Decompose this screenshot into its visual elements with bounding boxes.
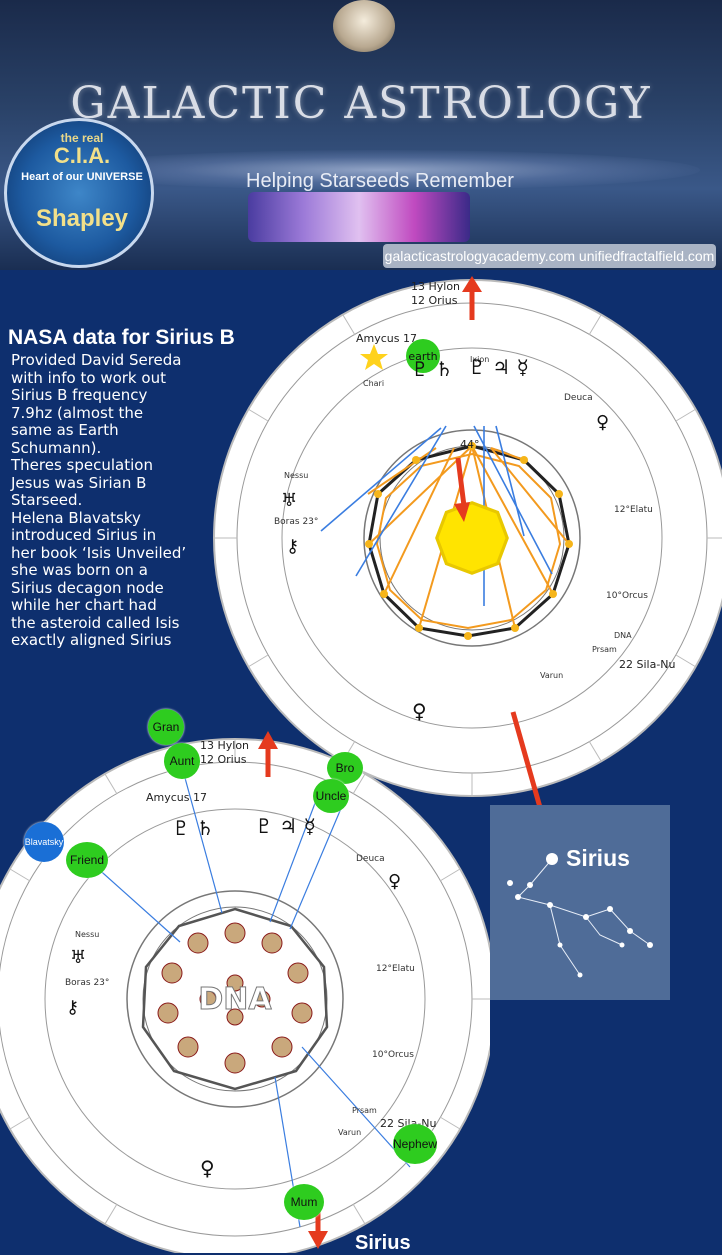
top-deuca-label: Deuca bbox=[564, 393, 593, 403]
bottom-natal-chart: DNA 13 Hylon 12 Orius Amycus 17 Deuca Ne… bbox=[0, 731, 490, 1253]
tag-gran: Gran bbox=[148, 709, 184, 745]
top-prsam-label: Prsam bbox=[592, 645, 617, 654]
top-center-degree: 44° bbox=[460, 438, 480, 451]
bottom-varun-label: Varun bbox=[338, 1128, 361, 1137]
tag-uncle: Uncle bbox=[313, 779, 349, 813]
tag-friend: Friend bbox=[66, 842, 108, 878]
svg-text:♀: ♀ bbox=[200, 1156, 215, 1180]
bottom-orcus-label: 10°Orcus bbox=[372, 1050, 414, 1060]
sirius-constellation-image bbox=[490, 805, 670, 1000]
banner-links[interactable]: galacticastrologyacademy.com unifiedfrac… bbox=[383, 244, 716, 268]
sirius-label: Sirius bbox=[566, 845, 630, 871]
galaxy-glow bbox=[60, 150, 700, 190]
bottom-amycus-label: Amycus 17 bbox=[146, 791, 207, 804]
article-heading: NASA data for Sirius B bbox=[8, 326, 235, 349]
tag-bro: Bro bbox=[327, 752, 363, 784]
svg-text:♀: ♀ bbox=[596, 412, 609, 433]
top-elatu-label: 12°Elatu bbox=[614, 505, 653, 515]
top-natal-chart: earth 13 Hylon 12 Orius Amycus 17 44° De… bbox=[213, 276, 722, 797]
top-dna-label: DNA bbox=[614, 631, 632, 640]
svg-text:♀: ♀ bbox=[412, 699, 427, 723]
top-boras-label: Boras 23° bbox=[274, 517, 318, 527]
top-sila-nu-label: 22 Sila-Nu bbox=[619, 658, 676, 671]
svg-text:♇ ♃ ☿: ♇ ♃ ☿ bbox=[468, 355, 529, 379]
top-chari-label: Chari bbox=[363, 379, 384, 388]
tag-aunt: Aunt bbox=[164, 743, 200, 779]
seal-line-1: the real bbox=[60, 131, 104, 145]
bottom-prsam-label: Prsam bbox=[352, 1106, 377, 1115]
pearl-image bbox=[333, 0, 395, 52]
article-body: Provided David Sereda with info to work … bbox=[11, 351, 187, 649]
bottom-boras-label: Boras 23° bbox=[65, 978, 109, 988]
seal-line-2: C.I.A. bbox=[53, 143, 111, 168]
banner: GALACTIC ASTROLOGY Helping Starseeds Rem… bbox=[0, 0, 722, 270]
svg-text:⚷: ⚷ bbox=[66, 997, 79, 1018]
svg-text:♀: ♀ bbox=[388, 871, 401, 892]
bottom-nessu-label: Nessu bbox=[75, 930, 99, 939]
top-amycus-label: Amycus 17 bbox=[356, 332, 417, 345]
top-orcus-label: 10°Orcus bbox=[606, 591, 648, 601]
top-nessu-label: Nessu bbox=[284, 471, 308, 480]
seal-line-3: Heart of our UNIVERSE bbox=[21, 171, 143, 183]
dna-center-label: DNA bbox=[198, 982, 272, 1017]
top-hylon-label: 13 Hylon bbox=[411, 280, 460, 293]
bottom-hylon-label: 13 Hylon bbox=[200, 739, 249, 752]
bottom-elatu-label: 12°Elatu bbox=[376, 964, 415, 974]
cia-seal-logo: the real C.I.A. Heart of our UNIVERSE Sh… bbox=[4, 118, 154, 268]
banner-tagline: Helping Starseeds Remember bbox=[246, 170, 514, 192]
svg-text:♇ ♄: ♇ ♄ bbox=[411, 357, 453, 381]
seal-line-4: Shapley bbox=[35, 205, 129, 232]
constellation-lines bbox=[507, 853, 653, 978]
svg-text:♇ ♃ ☿: ♇ ♃ ☿ bbox=[255, 814, 316, 838]
tag-mum: Mum bbox=[284, 1184, 324, 1220]
svg-text:♇ ♄: ♇ ♄ bbox=[172, 816, 214, 840]
sirius-bottom-label: Sirius bbox=[355, 1232, 411, 1254]
top-ixion-label: Ixion bbox=[470, 355, 489, 364]
svg-text:♅: ♅ bbox=[281, 490, 297, 511]
crystal-thumbnail bbox=[248, 192, 470, 242]
svg-text:♅: ♅ bbox=[70, 947, 86, 968]
top-earth-label: earth bbox=[408, 350, 437, 363]
svg-text:⚷: ⚷ bbox=[286, 536, 299, 557]
banner-title: GALACTIC ASTROLOGY bbox=[70, 78, 652, 129]
tag-blavatsky: Blavatsky bbox=[24, 822, 64, 862]
top-varun-label: Varun bbox=[540, 671, 563, 680]
tag-nephew: Nephew bbox=[393, 1124, 437, 1164]
bottom-orius-label: 12 Orius bbox=[200, 753, 247, 766]
top-orius-label: 12 Orius bbox=[411, 294, 458, 307]
bottom-deuca-label: Deuca bbox=[356, 854, 385, 864]
